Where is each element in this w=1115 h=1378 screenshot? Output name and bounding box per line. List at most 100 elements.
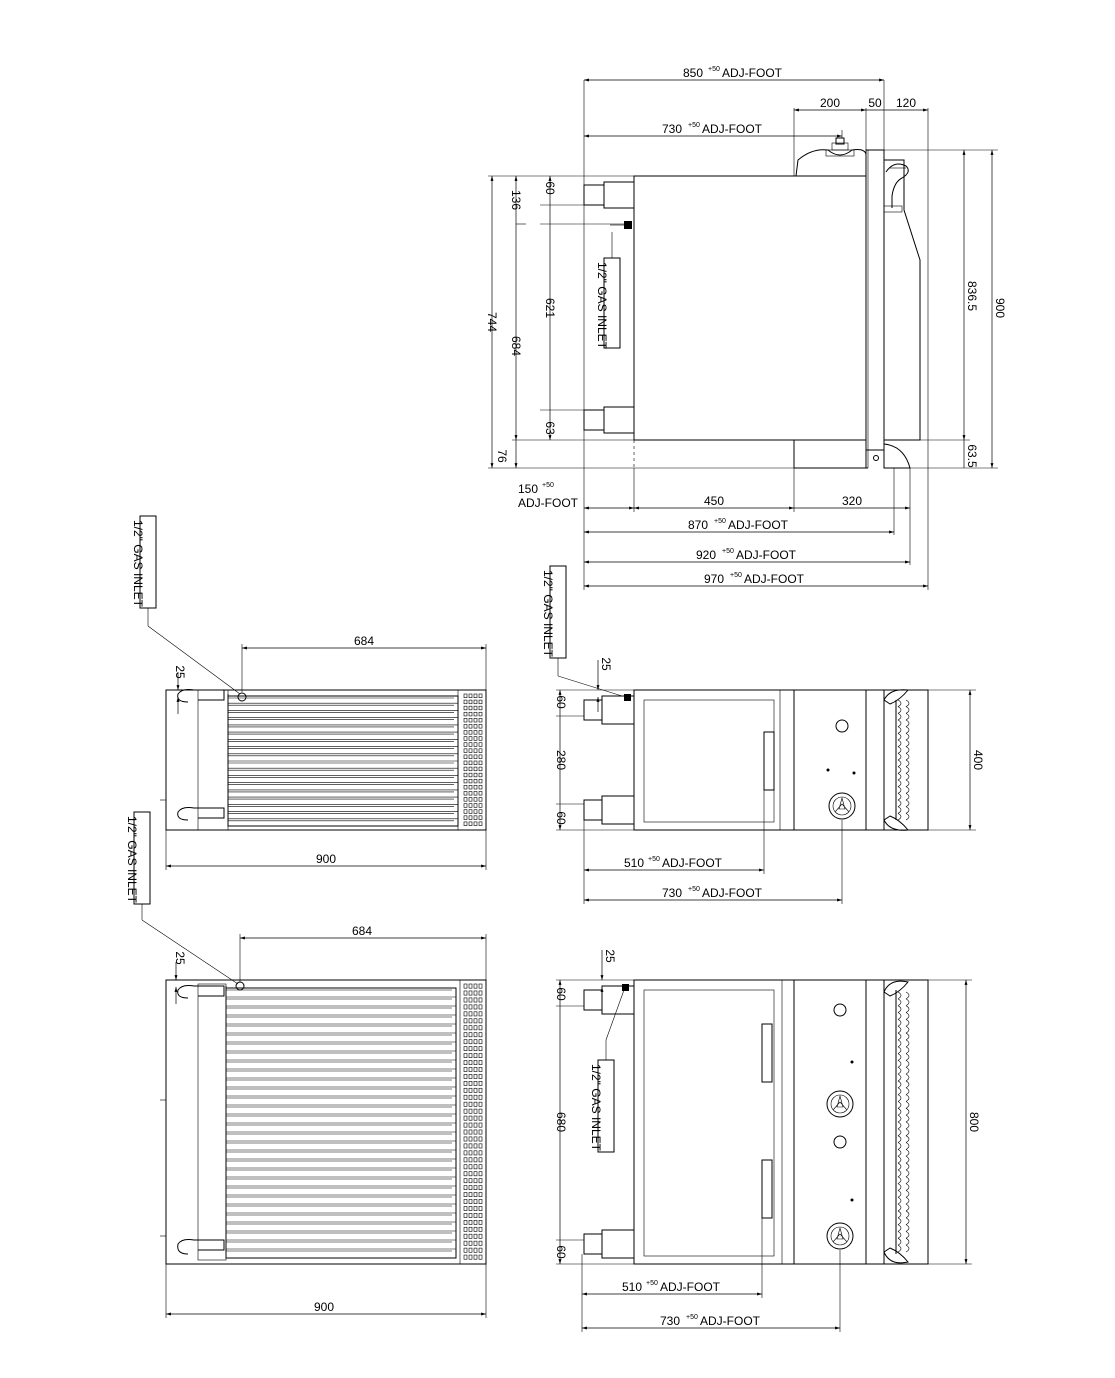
vent-slot [473, 1122, 478, 1128]
vent-slot [478, 1164, 483, 1170]
vent-slot [468, 1011, 473, 1017]
vent-slot [473, 730, 478, 735]
vent-slot [468, 1129, 473, 1135]
vent-slot [473, 1157, 478, 1163]
vent-slot [478, 1157, 483, 1163]
dim-510-front400-adjfoot: ADJ-FOOT [662, 856, 723, 870]
vent-slot [478, 791, 483, 796]
vent-slot [468, 997, 473, 1003]
vent-slot [468, 705, 473, 711]
vent-slot [468, 1046, 473, 1052]
grill-bar-teeth [905, 991, 910, 1253]
vent-slot [473, 1254, 478, 1260]
vent-slot [468, 1254, 473, 1260]
vent-slot [478, 1101, 483, 1107]
vent-slot [463, 693, 468, 698]
vent-slot [468, 1074, 473, 1079]
vent-slot [473, 815, 478, 820]
vent-slot [463, 1011, 468, 1017]
vent-slot [473, 1060, 478, 1065]
vent-slot [463, 1136, 468, 1142]
vent-slot [478, 1226, 483, 1232]
dim-120: 120 [896, 96, 916, 110]
vent-slot [468, 730, 473, 735]
dim-200: 200 [820, 96, 840, 110]
vent-slot [468, 1185, 473, 1191]
gas-inlet-label-plan800: 1/2" GAS INLET [125, 816, 139, 904]
vent-slot [473, 766, 478, 772]
dim-744: 744 [485, 312, 499, 332]
vent-slot [473, 983, 478, 989]
vent-slot [468, 1213, 473, 1218]
vent-slot [473, 990, 478, 996]
vent-slot [468, 736, 473, 741]
vent-slot [468, 791, 473, 796]
vent-slot [478, 815, 483, 820]
dim-60-front400-bot: 60 [554, 811, 568, 825]
vent-slot [463, 1254, 468, 1260]
vent-slot [468, 693, 473, 698]
vent-slot [468, 1240, 473, 1246]
vent-slot [468, 1060, 473, 1065]
vent-slot [478, 1053, 483, 1058]
vent-slot [473, 1143, 478, 1149]
vent-slot [468, 1136, 473, 1142]
vent-slot [473, 711, 478, 717]
vent-slot [478, 1039, 483, 1045]
vent-slot [473, 1025, 478, 1031]
vent-slot [478, 1032, 483, 1038]
grill-bar-teeth [905, 699, 910, 821]
vent-slot [463, 1025, 468, 1031]
vent-slot [478, 809, 483, 814]
gas-inlet-label-plan400: 1/2" GAS INLET [131, 520, 145, 608]
vent-slot [463, 1067, 468, 1072]
vent-slot [463, 1240, 468, 1246]
vent-slot [468, 1199, 473, 1204]
vent-slot [478, 705, 483, 711]
vent-slot [468, 754, 473, 759]
plan-view-800: 1/2" GAS INLET 684 25 900 [125, 811, 487, 1318]
vent-slot [473, 803, 478, 808]
tol-730-top: +50 [688, 122, 700, 129]
vent-slot [463, 705, 468, 711]
vent-slot [473, 1108, 478, 1114]
vent-slot [463, 1178, 468, 1184]
vent-slot [463, 791, 468, 796]
dim-730-front400: 730 [662, 886, 682, 900]
vent-slot [468, 1164, 473, 1170]
dim-76: 76 [495, 449, 509, 463]
vent-slot [478, 1178, 483, 1184]
vent-slot [463, 815, 468, 820]
vent-slot [478, 1115, 483, 1121]
vent-slot [463, 821, 468, 826]
vent-slot [468, 718, 473, 723]
dim-150: 150 [518, 482, 538, 496]
vent-slot [468, 1067, 473, 1072]
vent-slot [473, 1206, 478, 1211]
vent-slot [463, 724, 468, 729]
vent-slot [478, 718, 483, 723]
dim-920-adjfoot: ADJ-FOOT [736, 548, 797, 562]
vent-slot [468, 809, 473, 814]
dim-63-5: 63.5 [965, 444, 979, 468]
vent-slot [463, 1108, 468, 1114]
dim-850-adjfoot: ADJ-FOOT [722, 66, 783, 80]
vent-slot [463, 1018, 468, 1024]
grill-bar-teeth [897, 991, 902, 1253]
vent-slot [463, 766, 468, 772]
vent-slot [473, 1046, 478, 1052]
vent-slot [468, 1206, 473, 1211]
vent-slot [473, 1247, 478, 1253]
vent-slot [473, 1213, 478, 1218]
vent-slot [468, 803, 473, 808]
vent-slot [468, 1247, 473, 1253]
vent-slot [473, 742, 478, 747]
vent-slot [473, 1053, 478, 1058]
vent-slot [473, 1199, 478, 1204]
vent-slot [473, 1226, 478, 1232]
dim-680: 680 [554, 1112, 568, 1132]
vent-slot [478, 778, 483, 784]
vent-slot [463, 803, 468, 808]
vent-slot [468, 1094, 473, 1100]
